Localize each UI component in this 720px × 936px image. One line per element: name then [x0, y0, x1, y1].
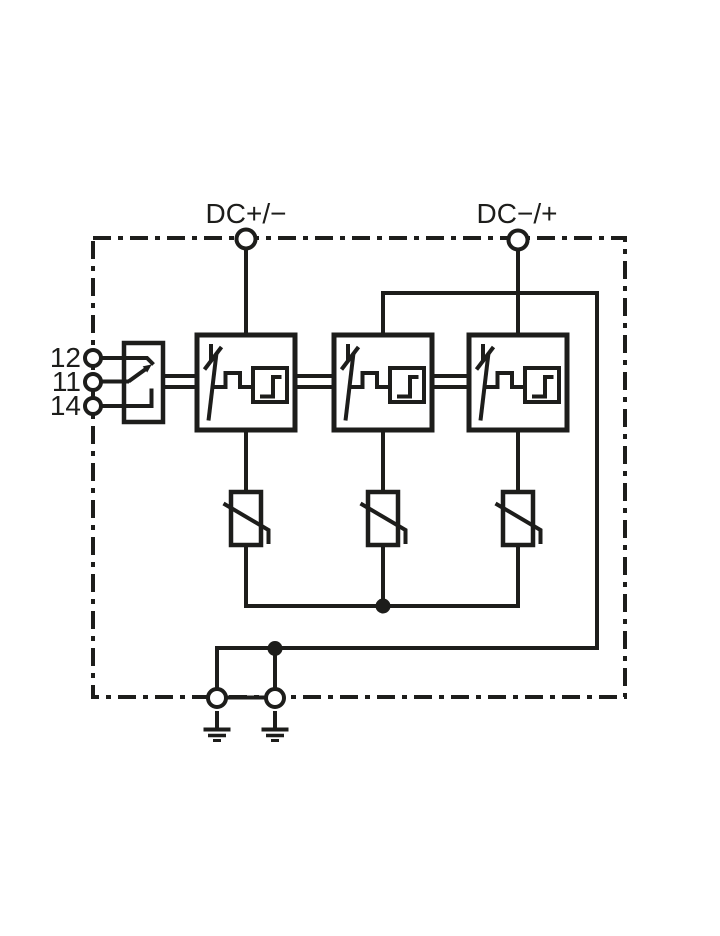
terminal-14 [83, 396, 103, 416]
varistor-2 [361, 492, 406, 545]
label-contact-12: 12 [50, 342, 81, 373]
label-dc-right: DC−/+ [477, 198, 558, 229]
varistor-3 [496, 492, 541, 545]
diagram-fills-and-text: DC+/− DC−/+ 12 11 14 [50, 198, 558, 656]
spd-module-3 [469, 335, 567, 430]
junction-dot-star-point [375, 598, 391, 614]
changeover-arm [127, 366, 148, 384]
varistor-1 [224, 492, 269, 545]
wire-module2-to-earth-loop [215, 291, 599, 698]
label-contact-11: 11 [52, 366, 81, 397]
terminal-ground-2 [264, 687, 286, 709]
spd-module-1 [197, 335, 295, 430]
diagram-linework [83, 227, 627, 743]
terminal-11 [83, 372, 103, 392]
changeover-arm-arrowhead [142, 364, 152, 373]
label-dc-left: DC+/− [206, 198, 287, 229]
earth-symbol-1 [201, 709, 233, 743]
earth-symbol-2 [259, 709, 291, 743]
terminal-dc-left [234, 227, 258, 251]
terminal-dc-right [506, 228, 530, 252]
contact-14-wire [93, 388, 154, 408]
junction-dot-earth [267, 641, 283, 656]
spd-module-2 [334, 335, 432, 430]
label-contact-14: 14 [50, 390, 81, 421]
contact-12-wire [93, 356, 155, 366]
enclosure-border [91, 236, 627, 699]
terminal-12 [83, 348, 103, 368]
terminal-ground-1 [206, 687, 228, 709]
